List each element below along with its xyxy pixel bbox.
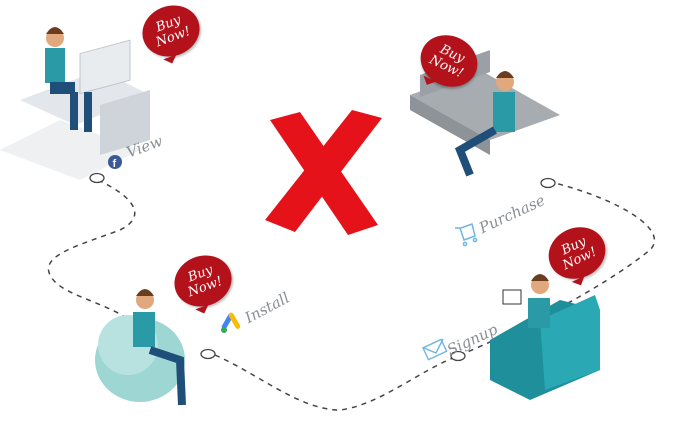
bubble-text: Buy Now! [153,12,193,51]
node-signup [450,350,466,362]
shopping-cart-icon [455,223,478,247]
bubble-text: Buy Now! [426,42,467,82]
node-purchase [540,177,556,189]
person-in-armchair [490,274,600,400]
node-view [89,172,105,184]
facebook-icon: f [108,155,122,170]
google-ads-icon [221,312,241,333]
journey-dashed-path [47,179,656,411]
bubble-text: Buy Now! [559,234,600,274]
person-at-desk [0,27,150,180]
node-install [200,348,216,360]
person-on-beanbag [95,289,186,406]
svg-text:f: f [113,158,117,170]
bubble-text: Buy Now! [185,262,225,301]
envelope-icon [422,338,448,361]
red-cross-icon [265,110,382,235]
